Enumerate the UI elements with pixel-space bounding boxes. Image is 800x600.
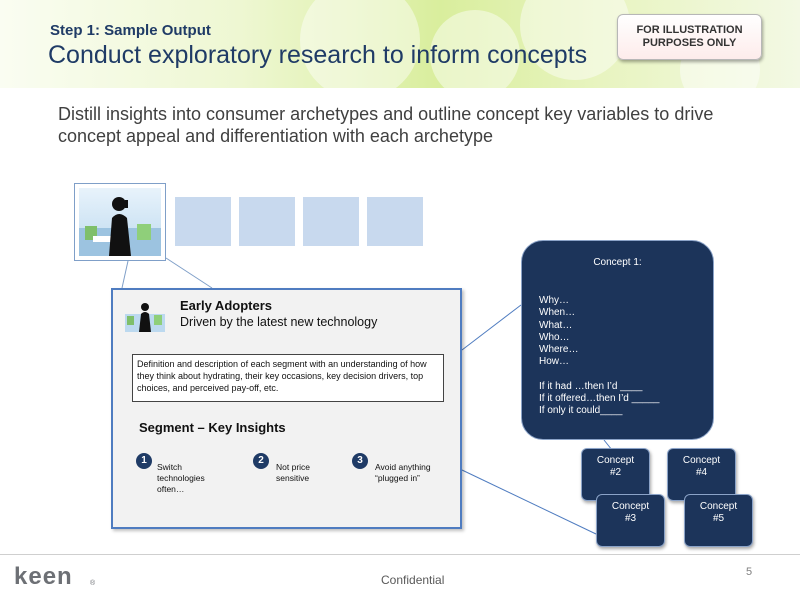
segment-tagline: Driven by the latest new technology xyxy=(180,315,378,329)
insights-heading: Segment – Key Insights xyxy=(139,420,286,435)
persona-small-icon xyxy=(125,300,165,332)
insight-text-3: Avoid anything “plugged in” xyxy=(375,462,431,483)
concept-number: #5 xyxy=(712,513,725,524)
page-title: Conduct exploratory research to inform c… xyxy=(48,41,588,69)
concept-label: Concept xyxy=(611,501,650,512)
footer-divider xyxy=(0,554,800,555)
segment-name: Early Adopters xyxy=(180,298,272,313)
persona-photo-selected[interactable] xyxy=(74,183,166,261)
insight-text-2: Not price sensitive xyxy=(276,462,311,483)
segment-panel: Early Adopters Driven by the latest new … xyxy=(111,288,462,529)
concept-line xyxy=(539,369,659,381)
page-number: 5 xyxy=(746,566,753,578)
concept-2-box: Concept #2 xyxy=(581,448,650,501)
concept-label: Concept xyxy=(682,455,721,466)
header-band: Step 1: Sample Output Conduct explorator… xyxy=(0,0,800,110)
concept-line: Why… xyxy=(539,295,569,306)
concept-line: Where… xyxy=(539,344,579,356)
concept-1-box: Concept 1: Why… When… What… Who… Where… … xyxy=(521,240,714,440)
concept-line: How… xyxy=(539,356,570,368)
segment-definition: Definition and description of each segme… xyxy=(132,354,444,402)
concept-line: If it had …then I’d ____ xyxy=(539,380,643,392)
subtitle: Distill insights into consumer archetype… xyxy=(58,104,714,146)
concept-label: Concept xyxy=(596,455,635,466)
step-label: Step 1: Sample Output xyxy=(50,22,211,39)
insight-text-1: Switch technologies often… xyxy=(157,462,205,494)
concept-3-box: Concept #3 xyxy=(596,494,665,547)
registered-mark: ® xyxy=(90,580,96,587)
insight-number-2: 2 xyxy=(253,453,269,469)
concept-line: If it offered…then I’d _____ xyxy=(539,393,660,405)
concept-4-box: Concept #4 xyxy=(667,448,736,501)
persona-placeholder-4[interactable] xyxy=(367,197,423,246)
insight-number-3: 3 xyxy=(352,453,368,469)
concept-line: If only it could____ xyxy=(539,405,623,417)
concept-5-box: Concept #5 xyxy=(684,494,753,547)
concept-1-title: Concept 1: xyxy=(593,257,642,268)
confidential-label: Confidential xyxy=(381,573,445,587)
persona-placeholder-1[interactable] xyxy=(175,197,231,246)
concept-number: #4 xyxy=(695,467,708,478)
concept-number: #2 xyxy=(609,467,622,478)
concept-line: Who… xyxy=(539,331,570,343)
concept-line: When… xyxy=(539,307,576,319)
illustration-badge: FOR ILLUSTRATION PURPOSES ONLY xyxy=(617,14,762,60)
concept-number: #3 xyxy=(624,513,637,524)
persona-placeholder-3[interactable] xyxy=(303,197,359,246)
concept-1-lines: Why… When… What… Who… Where… How… If it … xyxy=(539,295,659,418)
persona-placeholder-2[interactable] xyxy=(239,197,295,246)
keen-logo: keen xyxy=(14,563,73,590)
concept-line: What… xyxy=(539,319,573,331)
woman-phone-icon xyxy=(79,188,161,256)
concept-label: Concept xyxy=(699,501,738,512)
insight-number-1: 1 xyxy=(136,453,152,469)
